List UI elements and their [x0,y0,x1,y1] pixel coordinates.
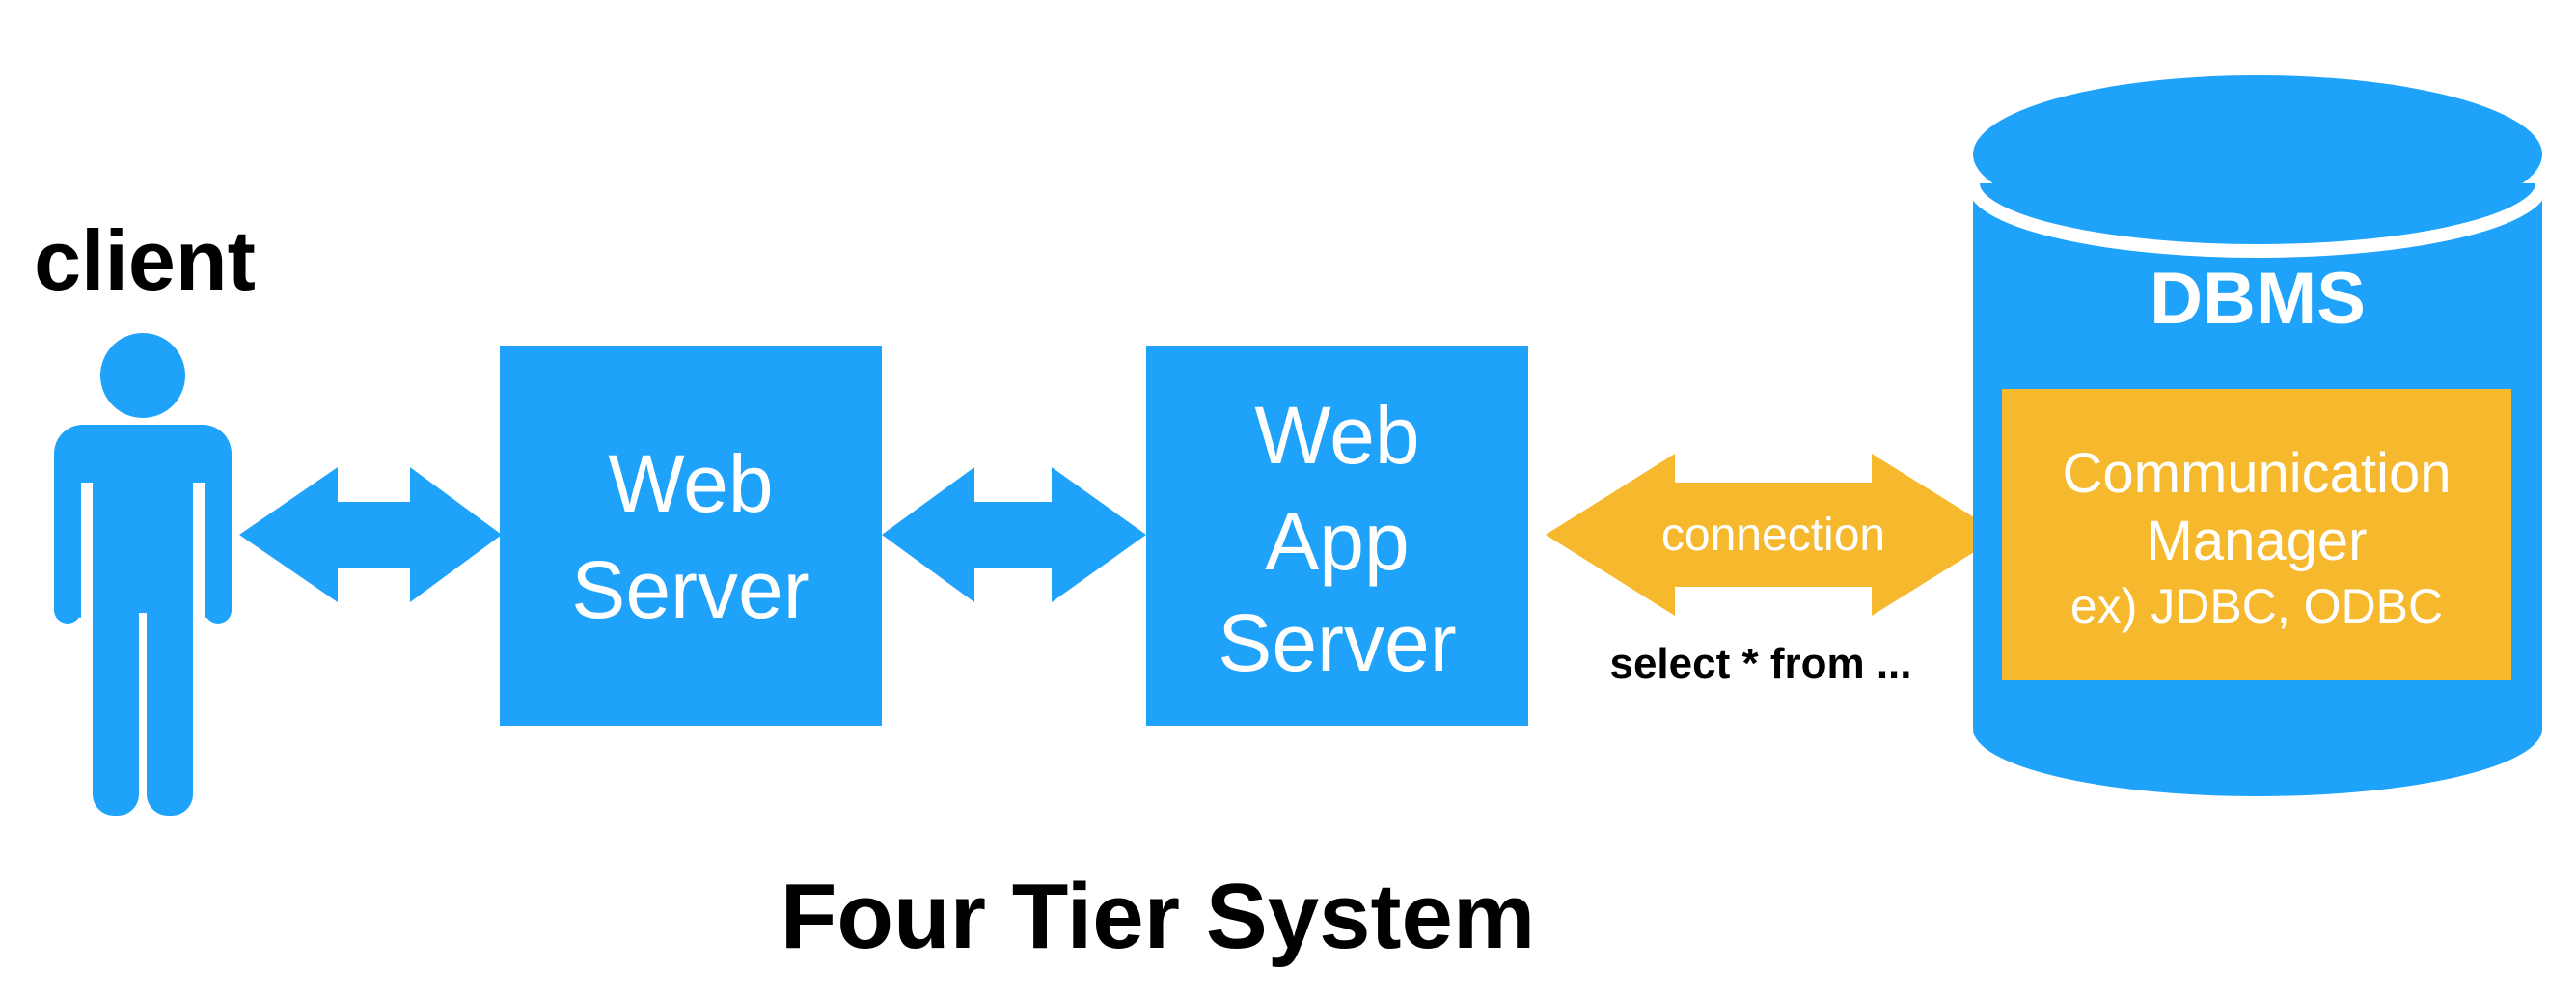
arrow-webserver-webappserver [882,467,1146,602]
communication-manager-box: Communication Manager ex) JDBC, ODBC [2002,389,2511,680]
web-server-line-1: Web [608,438,773,529]
query-text: select * from ... [1609,640,1911,687]
manager-line-2: Manager [2147,510,2368,572]
person-icon [54,333,232,816]
client-label: client [34,212,256,308]
web-app-server-box: Web App Server [1146,346,1528,726]
web-app-server-line-2: App [1265,496,1409,587]
web-app-server-line-3: Server [1218,597,1456,688]
connection-label: connection [1661,510,1885,561]
connection-arrow: connection [1546,454,2002,616]
web-app-server-line-1: Web [1254,390,1419,481]
arrow-client-webserver [239,467,502,602]
manager-line-1: Communication [2063,442,2452,505]
dbms-title: DBMS [2150,258,2366,340]
web-server-line-2: Server [571,544,809,635]
manager-line-3: ex) JDBC, ODBC [2070,579,2443,633]
person-icon-gaps [81,483,205,820]
diagram-title: Four Tier System [781,865,1535,968]
web-server-box: Web Server [500,346,882,726]
